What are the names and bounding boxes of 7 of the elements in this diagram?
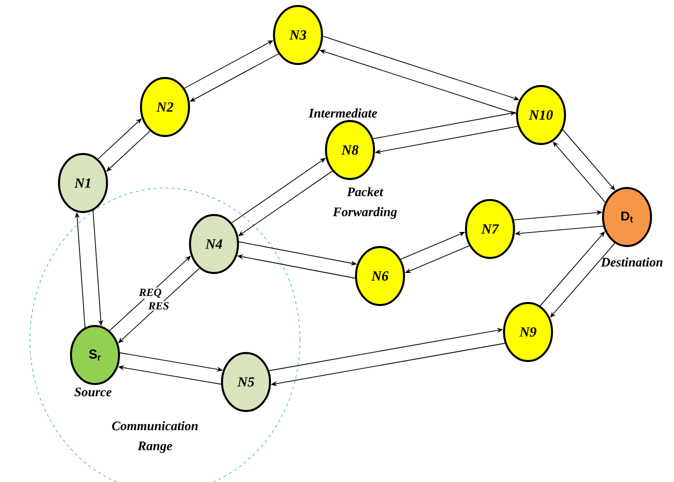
node-caption: Intermediate (308, 108, 378, 118)
diagram-label: Communication Range (112, 421, 198, 453)
diagram-label: Packet Forwarding (332, 187, 397, 219)
edge-label: REQ (138, 288, 163, 299)
edge-label: RES (147, 301, 170, 310)
node-caption: Destination (600, 257, 662, 267)
node-caption: Source (74, 388, 112, 396)
